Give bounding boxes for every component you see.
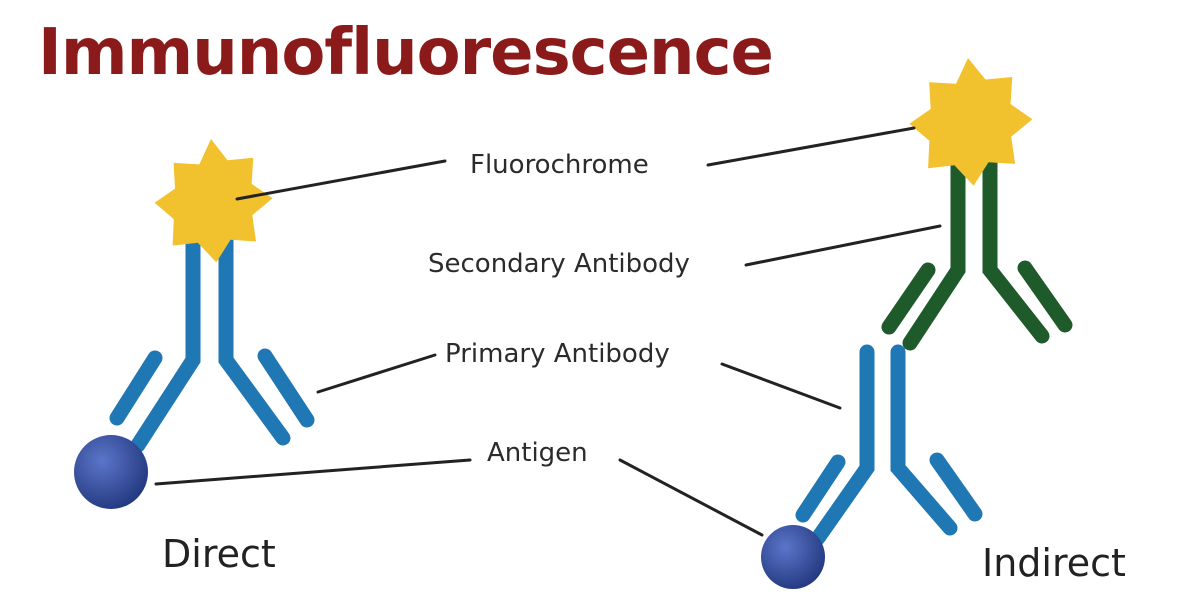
label-antigen: Antigen — [487, 438, 588, 468]
indirect-primary-antibody — [795, 344, 983, 546]
direct-heavy-chain-left — [130, 232, 201, 453]
label-primary-antibody: Primary Antibody — [445, 339, 670, 369]
indirect-heavy-chain-left — [810, 344, 875, 546]
direct-light-chain-right — [257, 348, 315, 428]
label-fluorochrome: Fluorochrome — [470, 150, 649, 180]
indirect-light-chain-left — [795, 454, 846, 523]
label-secondary-antibody: Secondary Antibody — [428, 249, 690, 279]
indirect-light-chain-right — [929, 452, 983, 522]
leader-fluorochrome-indirect — [706, 126, 916, 167]
direct-heavy-chain-right — [218, 232, 291, 446]
indirect-antigen — [761, 525, 825, 589]
leader-antigen-indirect — [618, 458, 764, 537]
secondary-light-chain-right — [1017, 260, 1073, 333]
secondary-heavy-chain-left — [902, 155, 966, 351]
indirect-heavy-chain-right — [890, 344, 958, 536]
direct-antigen — [74, 435, 148, 509]
secondary-antibody — [881, 155, 1073, 351]
direct-light-chain-left — [109, 350, 163, 426]
leader-primary-antibody-direct — [316, 353, 437, 394]
caption-indirect: Indirect — [982, 541, 1126, 585]
direct-primary-antibody — [109, 232, 315, 453]
secondary-light-chain-left — [881, 262, 936, 335]
page-title: Immunofluorescence — [38, 16, 774, 90]
leader-secondary-antibody — [744, 224, 942, 267]
indirect-fluorochrome — [909, 58, 1033, 186]
caption-direct: Direct — [162, 532, 276, 576]
leader-primary-antibody-indirect — [720, 362, 842, 410]
leader-antigen-direct — [154, 458, 472, 486]
leader-fluorochrome-direct — [235, 159, 447, 201]
direct-fluorochrome — [154, 139, 273, 263]
secondary-heavy-chain-right — [982, 155, 1050, 344]
